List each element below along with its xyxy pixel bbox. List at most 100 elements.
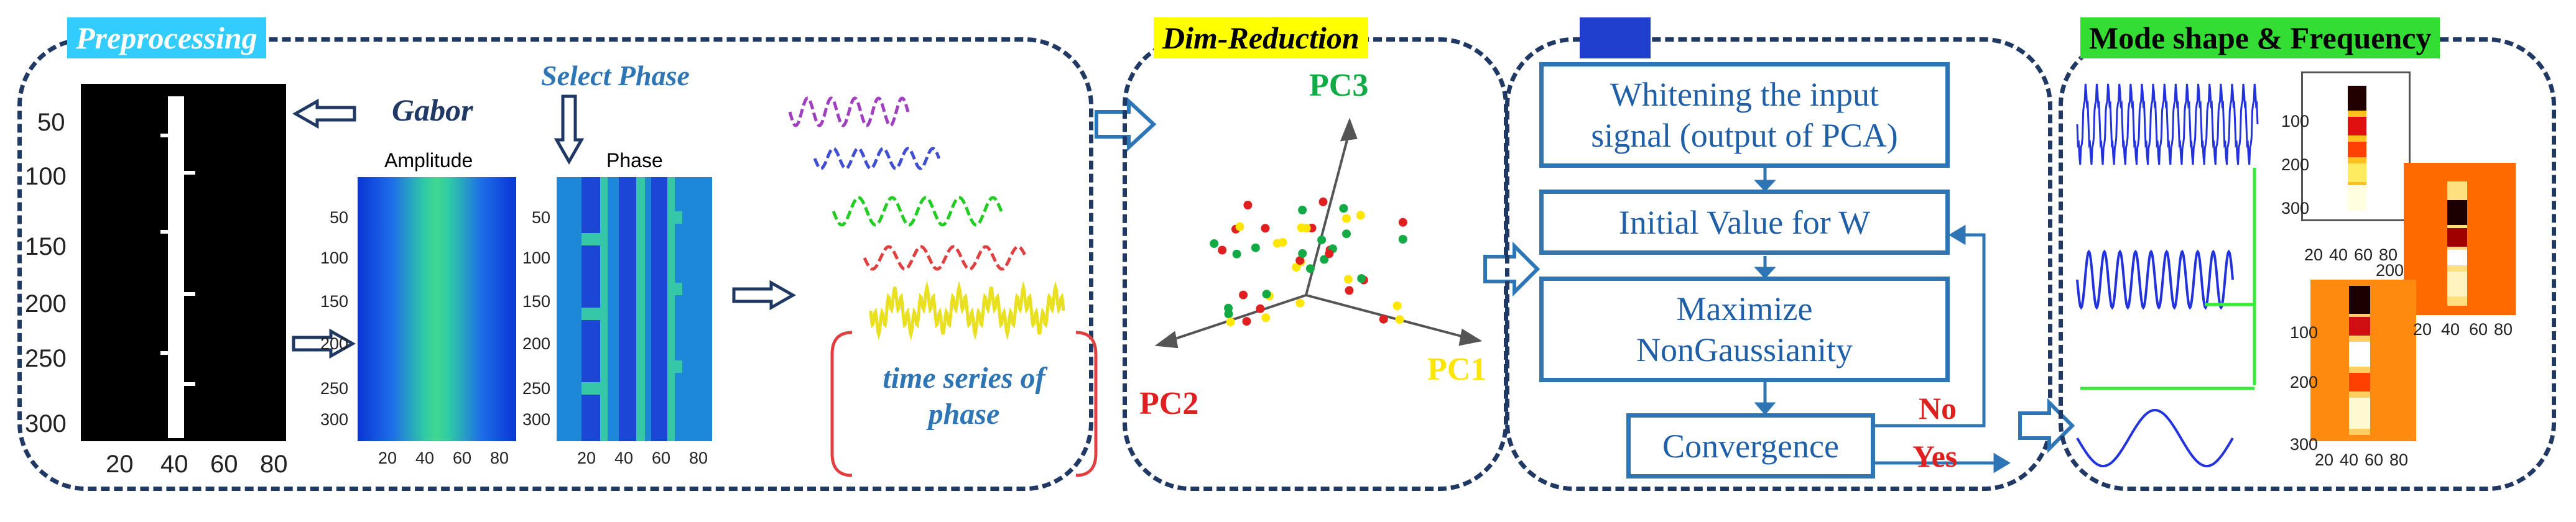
- pca-scatter: [1154, 117, 1483, 349]
- mode-x-tick: 80: [2379, 245, 2398, 264]
- pca-dot: [1272, 239, 1282, 248]
- mode-signals: [2076, 83, 2259, 467]
- pca-dot: [1292, 263, 1301, 272]
- ica-panel: [1505, 37, 2052, 491]
- maximize-step-line1: Maximize: [1676, 290, 1813, 327]
- phase-y-tick: 50: [532, 208, 551, 227]
- pca-dot: [1398, 235, 1407, 244]
- no-label: No: [1919, 391, 1957, 426]
- phase-x-tick: 60: [652, 449, 671, 467]
- pca-dot: [1356, 211, 1365, 220]
- pca-dot: [1357, 274, 1366, 283]
- pca-dot: [1235, 222, 1244, 231]
- mode-map-orange-right: [2404, 163, 2516, 315]
- select-phase-label: Select Phase: [541, 60, 690, 91]
- source-image-bone: [160, 96, 195, 438]
- pca-dot: [1320, 255, 1329, 264]
- amp-x-tick: 40: [415, 449, 435, 467]
- preprocessing-title: Preprocessing: [67, 17, 266, 58]
- mode-x-tick: 80: [2494, 320, 2513, 339]
- pca-dot: [1242, 317, 1251, 326]
- whitening-step: Whitening the input signal (output of PC…: [1539, 62, 1950, 168]
- mode-y-tick: 200: [2290, 373, 2319, 392]
- main-y-tick: 200: [25, 290, 67, 318]
- mode-y-tick: 100: [2290, 323, 2319, 342]
- amp-y-tick: 50: [330, 208, 349, 227]
- phase-x-tick: 40: [614, 449, 634, 467]
- pca-dot: [1243, 201, 1253, 209]
- mode-x-tick: 80: [2389, 451, 2409, 469]
- pca-dot: [1325, 249, 1334, 259]
- phase-y-tick: 100: [522, 249, 551, 267]
- amp-x-tick: 60: [453, 449, 472, 467]
- mode-x-tick: 20: [2413, 320, 2432, 339]
- mode-shape-title: Mode shape & Frequency: [2080, 17, 2440, 58]
- pca-dot: [1339, 204, 1348, 213]
- mode-y-tick: 200: [2281, 155, 2310, 174]
- main-x-tick: 80: [260, 451, 288, 478]
- initial-value-step-label: Initial Value for W: [1618, 203, 1871, 241]
- amp-y-tick: 200: [320, 334, 349, 353]
- pca-dot: [1305, 264, 1315, 273]
- time-series-bracket: [830, 331, 1098, 477]
- phase-y-tick: 200: [522, 334, 551, 353]
- whitening-step-line1: Whitening the input: [1610, 76, 1879, 113]
- ica-flow-arrows: [1754, 168, 2011, 474]
- time-series-waves: [788, 96, 1065, 341]
- mode-map-white-bone: [2348, 86, 2366, 210]
- mode-x-tick: 60: [2469, 320, 2488, 339]
- pc3-label: PC3: [1309, 68, 1369, 103]
- amp-x-tick: 20: [378, 449, 397, 467]
- amp-y-tick: 300: [320, 410, 349, 429]
- source-image: [81, 84, 286, 441]
- main-x-tick: 60: [210, 451, 238, 478]
- pca-dot: [1262, 290, 1271, 299]
- phase-stripes: [581, 177, 682, 441]
- gabor-label: Gabor: [392, 93, 473, 127]
- mode-map-white: [2301, 71, 2411, 221]
- mode-x-tick: 20: [2315, 451, 2334, 469]
- pca-dot: [1218, 245, 1227, 255]
- mode-y-tick: 300: [2281, 199, 2310, 218]
- pca-dot: [1317, 236, 1327, 245]
- main-x-tick: 40: [160, 451, 188, 478]
- pc1-label: PC1: [1427, 352, 1487, 387]
- pca-dot: [1343, 275, 1353, 284]
- pca-dot: [1224, 309, 1233, 319]
- mode-x-tick: 60: [2354, 245, 2373, 264]
- ica-title: ICA: [1580, 17, 1651, 58]
- pca-dot: [1392, 301, 1402, 311]
- arrow-right-icon: [292, 328, 356, 359]
- mode-map-orange-left: [2310, 280, 2416, 441]
- pca-dot: [1232, 249, 1241, 259]
- pca-dot: [1395, 315, 1404, 324]
- pca-dot: [1318, 197, 1328, 206]
- mode-x-tick: 20: [2304, 245, 2323, 264]
- phase-x-tick: 20: [577, 449, 596, 467]
- arrow-right-icon: [732, 280, 796, 311]
- maximize-step-line2: NonGaussianity: [1636, 331, 1853, 369]
- maximize-step: Maximize NonGaussianity: [1539, 277, 1950, 382]
- pca-dot: [1298, 249, 1307, 258]
- initial-value-step: Initial Value for W: [1539, 190, 1950, 255]
- mode-x-tick: 40: [2441, 320, 2460, 339]
- arrow-down-icon: [554, 94, 585, 165]
- main-y-tick: 250: [25, 345, 67, 372]
- amp-x-tick: 80: [490, 449, 509, 467]
- yes-label: Yes: [1912, 439, 1958, 474]
- main-y-tick: 300: [25, 410, 67, 437]
- pca-dot: [1226, 318, 1235, 327]
- time-series-label: time series of phase: [846, 360, 1082, 433]
- pca-dot: [1298, 206, 1307, 214]
- time-series-label-line1: time series of: [883, 362, 1045, 395]
- pc2-label: PC2: [1139, 386, 1199, 421]
- pca-dot: [1342, 229, 1351, 239]
- amp-y-tick: 150: [320, 292, 349, 311]
- arrow-right-icon: [1483, 241, 1541, 297]
- mode-x-tick: 200: [2376, 261, 2404, 280]
- pca-dot: [1295, 298, 1305, 308]
- mode-x-tick: 60: [2365, 451, 2384, 469]
- main-y-tick: 100: [25, 163, 67, 190]
- convergence-step: Convergence: [1626, 413, 1875, 478]
- dim-reduction-title: Dim-Reduction: [1154, 17, 1368, 58]
